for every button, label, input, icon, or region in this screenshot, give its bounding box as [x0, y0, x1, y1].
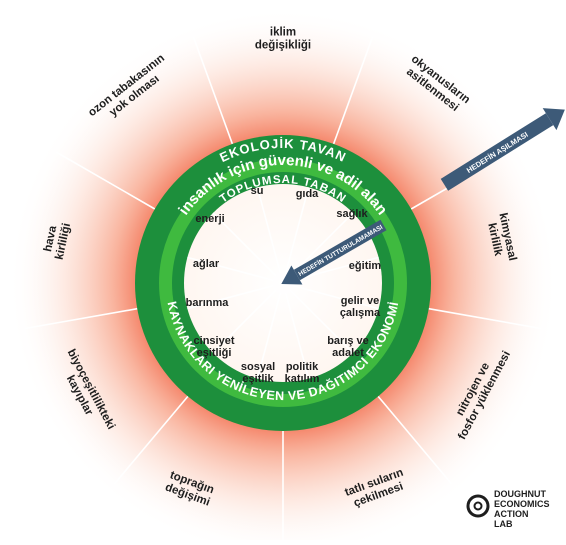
outer-divider [377, 395, 453, 485]
outer-divider [192, 36, 234, 145]
inner-divider [289, 212, 354, 277]
outer-divider [24, 307, 138, 330]
foundation-label-line: enerji [195, 213, 224, 225]
inner-divider [256, 187, 282, 274]
logo-ring-icon [466, 494, 490, 518]
logo-line: ECONOMICS [494, 499, 550, 509]
foundation-label: sağlık [336, 208, 368, 220]
logo-line: ACTION [494, 509, 529, 519]
foundation-label-line: çalışma [340, 307, 381, 319]
foundation-label: enerji [195, 213, 224, 225]
foundation-label: gıda [296, 188, 319, 200]
inner-divider [187, 284, 274, 310]
foundation-label-line: eşitliği [197, 347, 232, 359]
inner-divider [256, 292, 282, 379]
foundation-label-line: eşitlik [242, 373, 274, 385]
inner-dividers [187, 187, 379, 379]
foundation-label-line: barınma [186, 297, 230, 309]
inner-divider [284, 187, 310, 274]
logo: DOUGHNUT ECONOMICS ACTION LAB [466, 489, 550, 529]
inner-divider [187, 256, 274, 282]
inner-divider [292, 284, 379, 310]
boundary-label-line: iklim [270, 27, 296, 39]
foundation-label-line: politik [286, 361, 319, 373]
outer-divider [113, 395, 189, 485]
foundation-label-line: cinsiyet [194, 335, 235, 347]
foundation-label: barınma [186, 297, 230, 309]
foundation-label: eğitim [349, 260, 382, 272]
foundation-label-line: sosyal [241, 361, 275, 373]
boundary-label-line: hava [42, 224, 59, 253]
logo-line: LAB [494, 519, 513, 529]
inner-divider [284, 292, 310, 379]
inner-divider [289, 289, 354, 354]
foundation-label-line: barış ve [327, 335, 369, 347]
foundation-label-line: gıda [296, 188, 319, 200]
inner-divider [292, 256, 379, 282]
foundation-label: su [251, 185, 264, 197]
foundation-label-line: su [251, 185, 264, 197]
foundation-label-line: adalet [332, 347, 364, 359]
foundation-label-line: katılım [285, 373, 320, 385]
boundary-label-line: değişikliği [255, 40, 311, 52]
foundation-label-line: eğitim [349, 260, 382, 272]
outer-divider [332, 36, 374, 145]
outer-divider [55, 151, 156, 210]
inner-divider [212, 212, 277, 277]
foundation-label-line: gelir ve [341, 295, 380, 307]
foundation-label-line: ağlar [193, 258, 220, 270]
foundation-label: ağlar [193, 258, 220, 270]
outer-divider [428, 307, 542, 330]
inner-divider [212, 289, 277, 354]
foundation-label-line: sağlık [336, 208, 368, 220]
logo-line: DOUGHNUT [494, 489, 546, 499]
